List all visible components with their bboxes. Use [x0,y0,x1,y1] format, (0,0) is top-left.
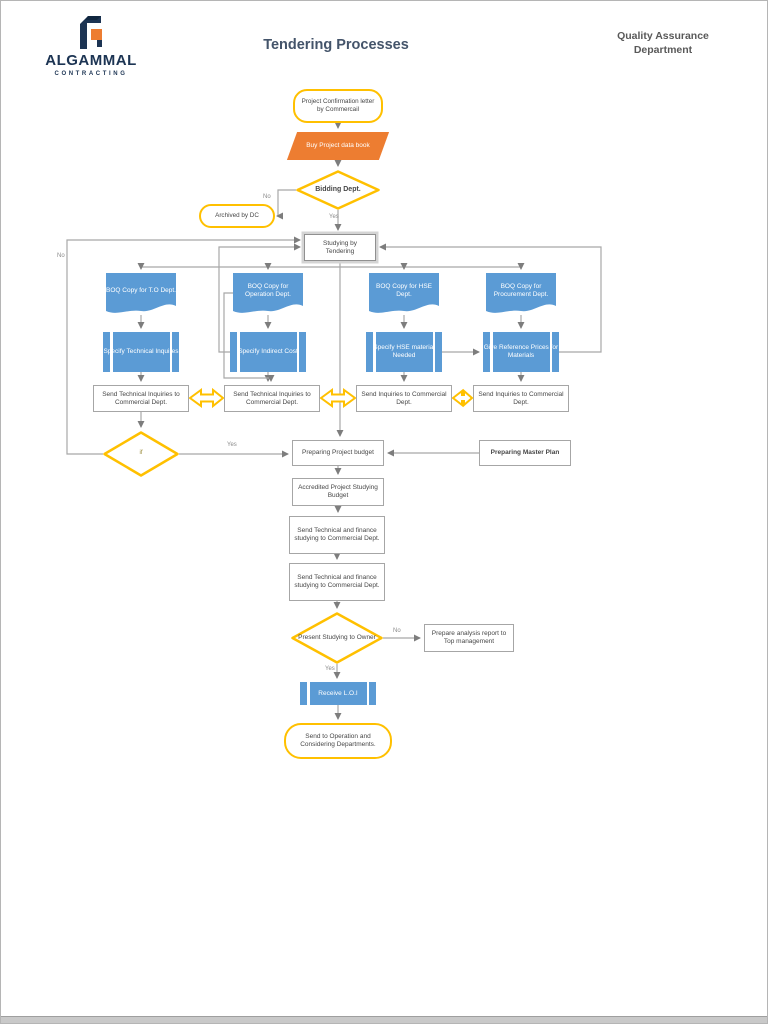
flow-node-send-inquiries-1: Send Inquiries to Commercial Dept. [356,385,452,412]
node-label: BOQ Copy for HSE Dept. [376,282,432,298]
flow-node-if-decision: if [103,431,179,477]
page-title: Tendering Processes [263,37,409,53]
node-label: Send Technical Inquiries to Commercial D… [102,390,180,406]
diamond-shape [296,170,380,210]
flow-node-receive-loi: Receive L.O.I [300,682,376,705]
node-label: Accredited Project Studying Budget [298,484,378,499]
node-label: BOQ Copy for Operation Dept. [245,282,291,298]
diamond-shape [291,612,383,664]
node-label: Send to Operation and Considering Depart… [300,733,376,748]
node-label: Present Studying to Owner [298,634,376,642]
flow-node-start: Project Confirmation letter by Commercai… [293,89,383,123]
flow-node-specify-technical: Specify Technical Inquires [103,332,179,372]
node-label: Send Inquiries to Commercial Dept. [478,390,564,406]
node-label: Buy Project data book [306,142,370,150]
flow-node-boq-hse: BOQ Copy for HSE Dept. [369,273,439,315]
company-logo: ALGAMMAL CONTRACTING [35,13,147,77]
flow-node-end: Send to Operation and Considering Depart… [284,723,392,759]
document-shape [233,273,303,313]
flow-node-bidding-decision: Bidding Dept. [296,170,380,210]
document-shape [486,273,556,313]
edge-label-present-no: No [393,628,401,634]
flow-node-give-reference: Give Reference Prices for Materials [483,332,559,372]
edge-label-if-no: No [57,253,65,259]
flow-node-send-technical-2: Send Technical Inquiries to Commercial D… [224,385,320,412]
flow-node-send-finance-2: Send Technical and finance studying to C… [289,563,385,601]
flow-edges [66,121,602,720]
flow-node-boq-operation: BOQ Copy for Operation Dept. [233,273,303,315]
company-logo-icon [80,16,102,49]
node-label: Project Confirmation letter by Commercai… [301,98,375,113]
node-label: Send Inquiries to Commercial Dept. [361,390,447,406]
flow-node-specify-indirect: Specify Indirect Cost [230,332,306,372]
flow-node-send-inquiries-2: Send Inquiries to Commercial Dept. [473,385,569,412]
company-tagline: CONTRACTING [54,71,128,77]
node-label: if [139,450,143,457]
node-label: Specify Indirect Cost [238,348,298,356]
document-shape [369,273,439,313]
node-label: Archived by DC [215,212,259,220]
node-label: Prepare analysis report to Top managemen… [431,630,507,645]
node-label: Preparing Project budget [302,449,374,457]
diamond-shape [103,431,179,477]
department-label: Quality Assurance Department [617,30,709,57]
flow-node-send-finance-1: Send Technical and finance studying to C… [289,516,385,554]
node-label: Studying by Tendering [323,239,357,255]
flow-node-specify-hse: Specify HSE material Needed [366,332,442,372]
edge-label-bidding-yes: Yes [329,214,339,220]
flow-node-prepare-analysis: Prepare analysis report to Top managemen… [424,624,514,652]
document-shape [106,273,176,313]
node-label: Receive L.O.I [318,689,358,697]
two-way-arrows [188,387,474,409]
node-label: Send Technical and finance studying to C… [294,527,380,542]
edge-label-if-yes: Yes [227,442,237,448]
node-label: Specify Technical Inquires [103,348,179,356]
page-bottom-edge [1,1016,767,1023]
node-label: BOQ Copy for Procurement Dept. [493,282,549,298]
flow-node-studying: Studying by Tendering [304,234,376,261]
flow-node-accredited-budget: Accredited Project Studying Budget [292,478,384,506]
flow-node-preparing-budget: Preparing Project budget [292,440,384,466]
flow-node-buy-data: Buy Project data book [284,132,392,160]
node-label: BOQ Copy for T.O Dept. [106,286,176,294]
edge-label-bidding-no: No [263,194,271,200]
node-label: Bidding Dept. [315,185,361,193]
company-name: ALGAMMAL [45,52,137,69]
node-label: Specify HSE material Needed [373,344,435,359]
node-label: Give Reference Prices for Materials [483,344,559,359]
node-label: Send Technical and finance studying to C… [294,574,380,589]
edge-label-present-yes: Yes [325,666,335,672]
flow-node-boq-procurement: BOQ Copy for Procurement Dept. [486,273,556,315]
flow-node-master-plan: Preparing Master Plan [479,440,571,466]
flow-node-boq-to: BOQ Copy for T.O Dept. [106,273,176,315]
node-label: Send Technical Inquiries to Commercial D… [233,390,311,406]
flow-node-send-technical-1: Send Technical Inquiries to Commercial D… [93,385,189,412]
flow-node-present-owner-decision: Present Studying to Owner [291,612,383,664]
flow-node-archived: Archived by DC [199,204,275,228]
node-label: Preparing Master Plan [490,449,560,457]
